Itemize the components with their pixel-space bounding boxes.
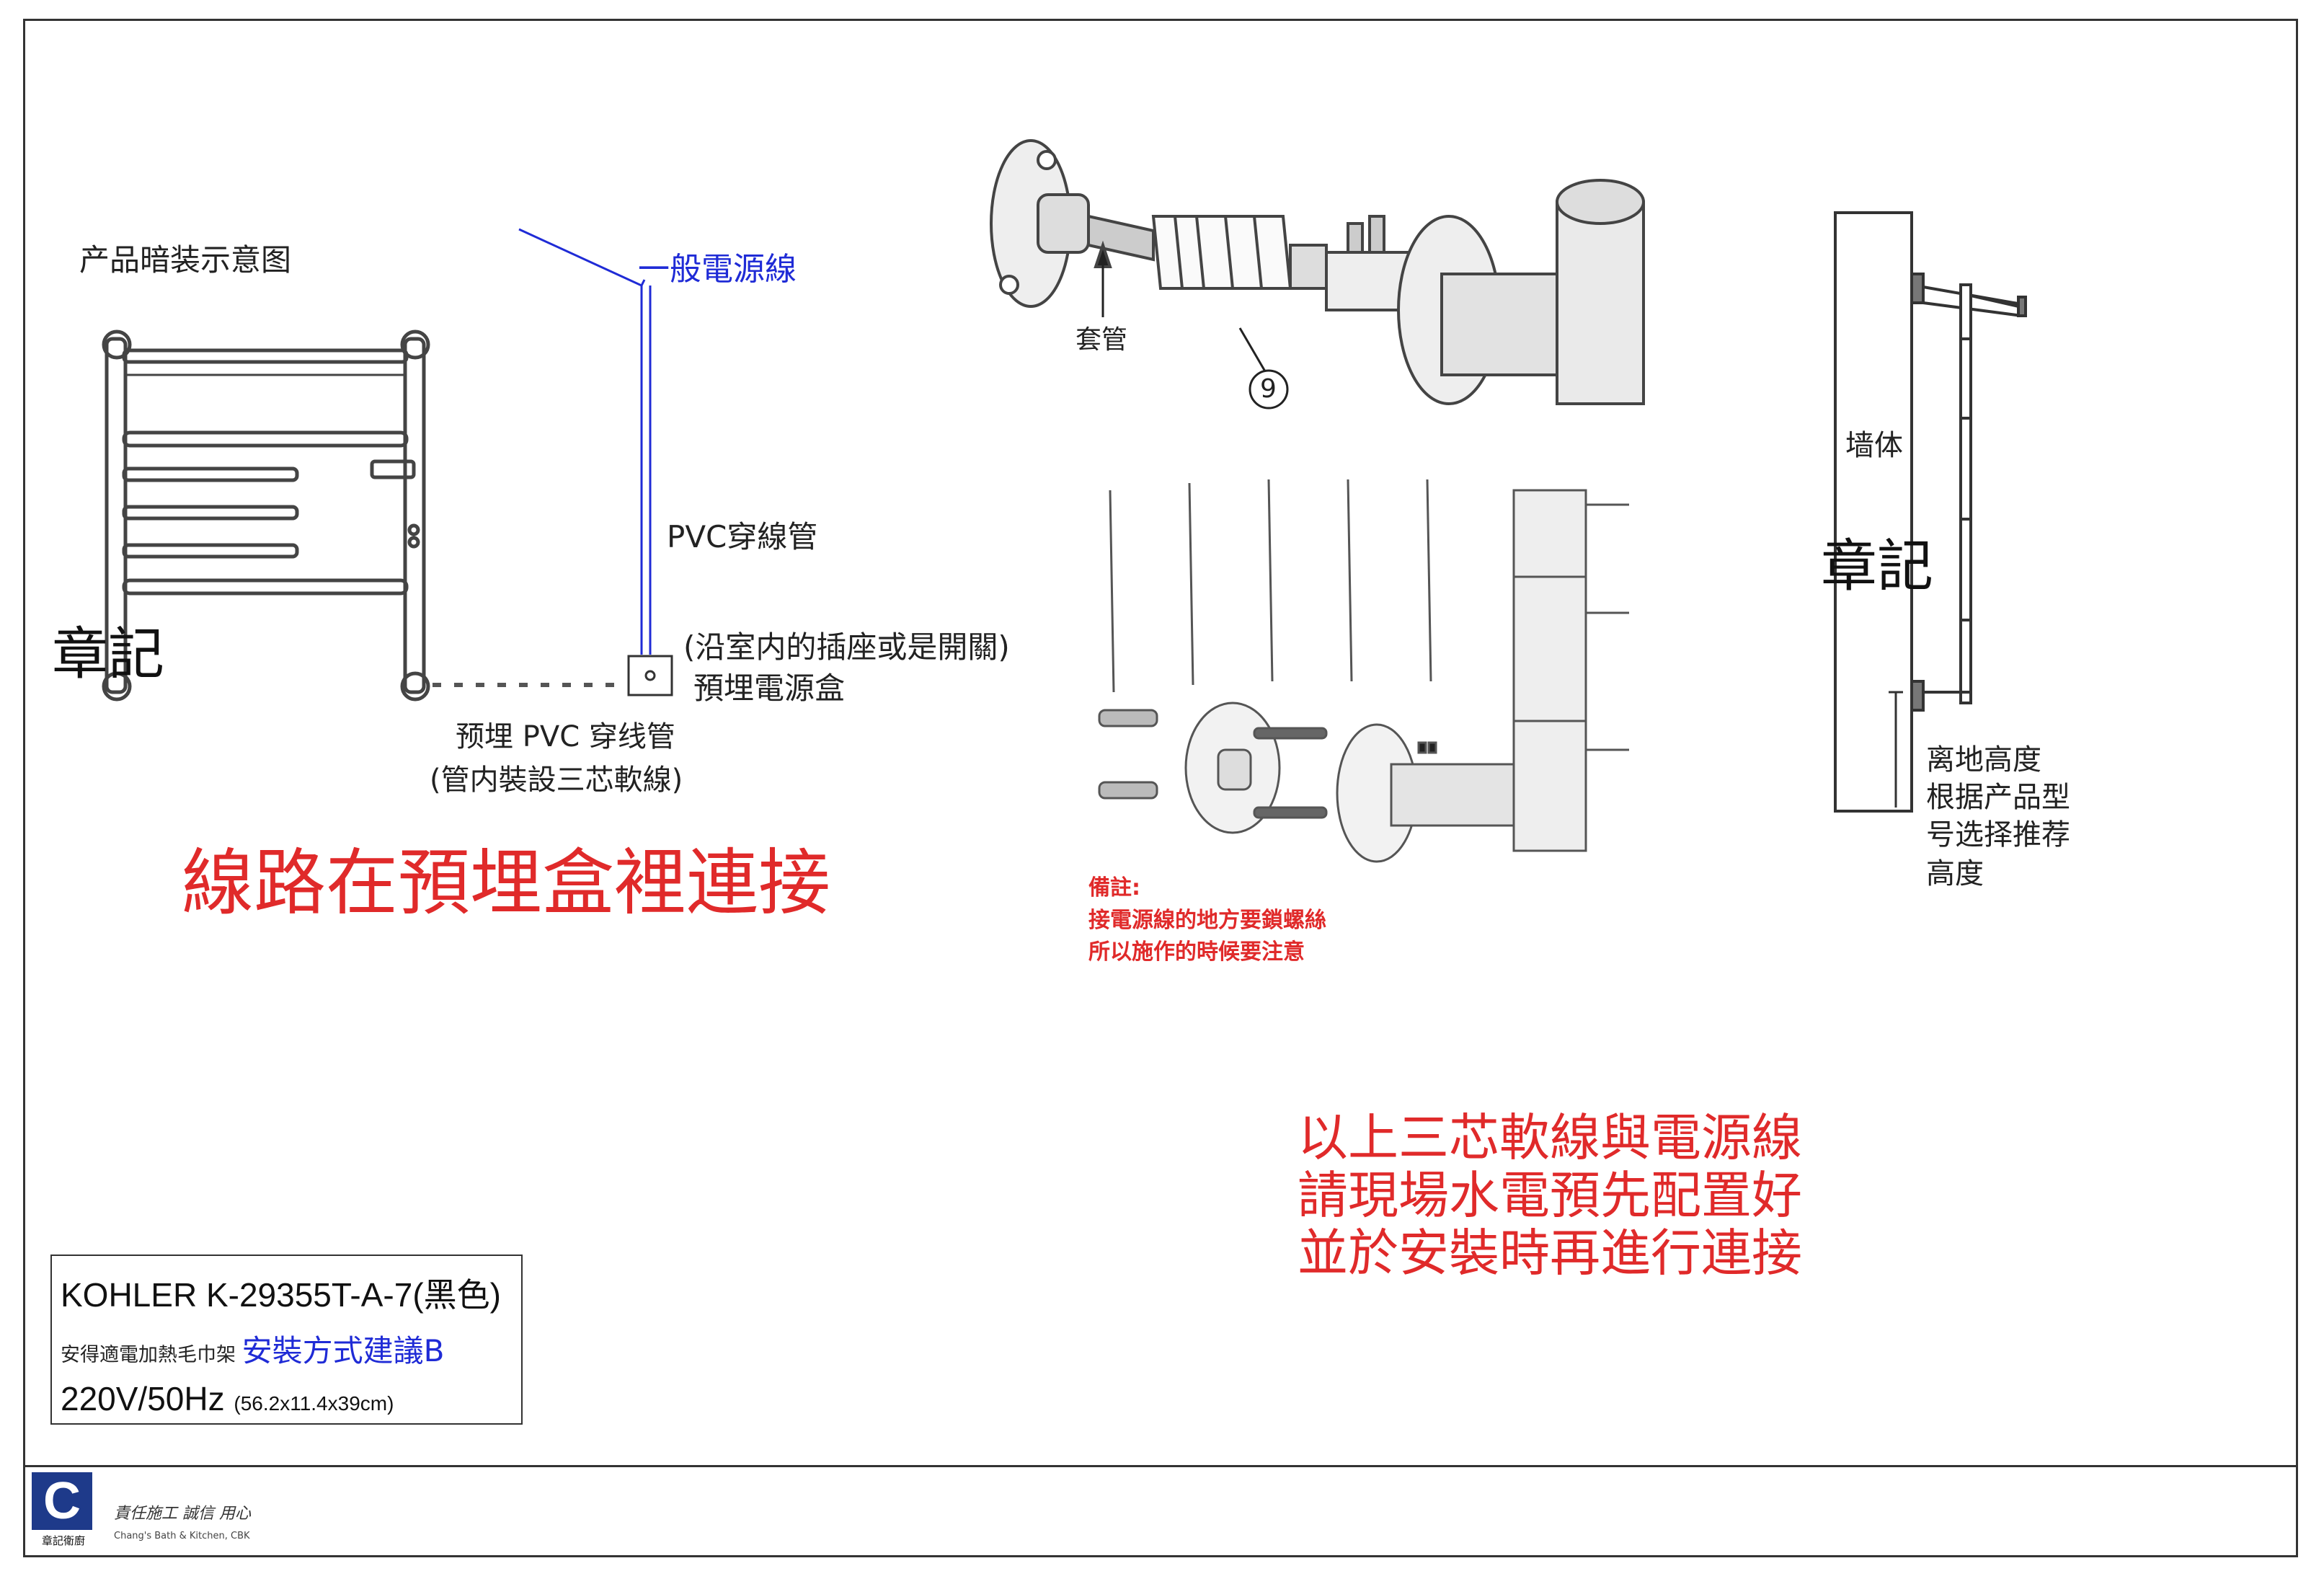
height-note-line4: 高度 [1926, 857, 1984, 890]
page-frame [23, 19, 2298, 1557]
junction-box-label-line2: 預埋電源盒 [693, 671, 846, 706]
mounting-hardware-illustration [1098, 479, 1629, 863]
product-method-line: 安得適電加熱毛巾架 安裝方式建議B [61, 1327, 513, 1371]
towel-rack-illustration [102, 329, 430, 702]
model-number: KOHLER K-29355T-A-7(黑色) [61, 1276, 501, 1314]
dimensions: (56.2x11.4x39cm) [234, 1392, 394, 1415]
height-note-line2: 根据产品型 [1926, 781, 2070, 814]
remark-title: 備註: [1088, 875, 1140, 901]
right-stamp: 章記 [1821, 534, 1934, 599]
product-info-box: KOHLER K-29355T-A-7(黑色) 安得適電加熱毛巾架 安裝方式建議… [50, 1255, 523, 1425]
part-9-callout [1249, 369, 1289, 410]
junction-box [627, 655, 673, 696]
footer-divider [23, 1465, 2298, 1467]
junction-box-label-line1: (沿室内的插座或是開關) [683, 629, 1010, 665]
left-stamp: 章記 [52, 622, 165, 687]
spec-line: 220V/50Hz (56.2x11.4x39cm) [61, 1379, 513, 1418]
embedded-pipe-label-line2: (管内裝設三芯軟線) [430, 764, 683, 797]
pvc-conduit-label: PVC穿線管 [667, 519, 818, 554]
power-line-label: 一般電源線 [638, 251, 797, 288]
part-9-number: 9 [1260, 374, 1277, 404]
embedded-pipe-label-line1: 预埋 PVC 穿线管 [456, 720, 675, 753]
logo-caption: 章記衛廚 [41, 1534, 85, 1547]
logo-letter: C [32, 1472, 92, 1530]
height-note-line1: 离地高度 [1926, 743, 2041, 776]
sleeve-label: 套管 [1075, 325, 1128, 355]
remark-line2: 所以施作的時候要注意 [1088, 939, 1305, 965]
bottom-note-line1: 以上三芯軟線與電源線 [1298, 1108, 1802, 1167]
install-method: 安裝方式建議B [241, 1333, 445, 1368]
connector-assembly-illustration [990, 139, 1645, 405]
main-wiring-note: 線路在預埋盒裡連接 [182, 841, 830, 925]
height-note-line3: 号选择推荐 [1926, 818, 2070, 851]
bottom-note-line3: 並於安裝時再進行連接 [1298, 1224, 1802, 1283]
company-logo: C 章記衛廚 [32, 1472, 95, 1547]
remark-line1: 接電源線的地方要鎖螺絲 [1088, 908, 1326, 933]
bottom-note-line2: 請現場水電預先配置好 [1298, 1166, 1802, 1225]
company-english-name: Chang's Bath & Kitchen, CBK [114, 1531, 250, 1541]
product-concealed-diagram-title: 产品暗装示意图 [79, 242, 292, 278]
wall-label: 墙体 [1845, 429, 1903, 462]
wall-elevation-illustration [1834, 211, 2027, 813]
power-line [518, 228, 652, 655]
product-name: 安得適電加熱毛巾架 [61, 1344, 236, 1366]
voltage-spec: 220V/50Hz [61, 1380, 225, 1417]
company-slogan: 責任施工 誠信 用心 [114, 1505, 251, 1523]
